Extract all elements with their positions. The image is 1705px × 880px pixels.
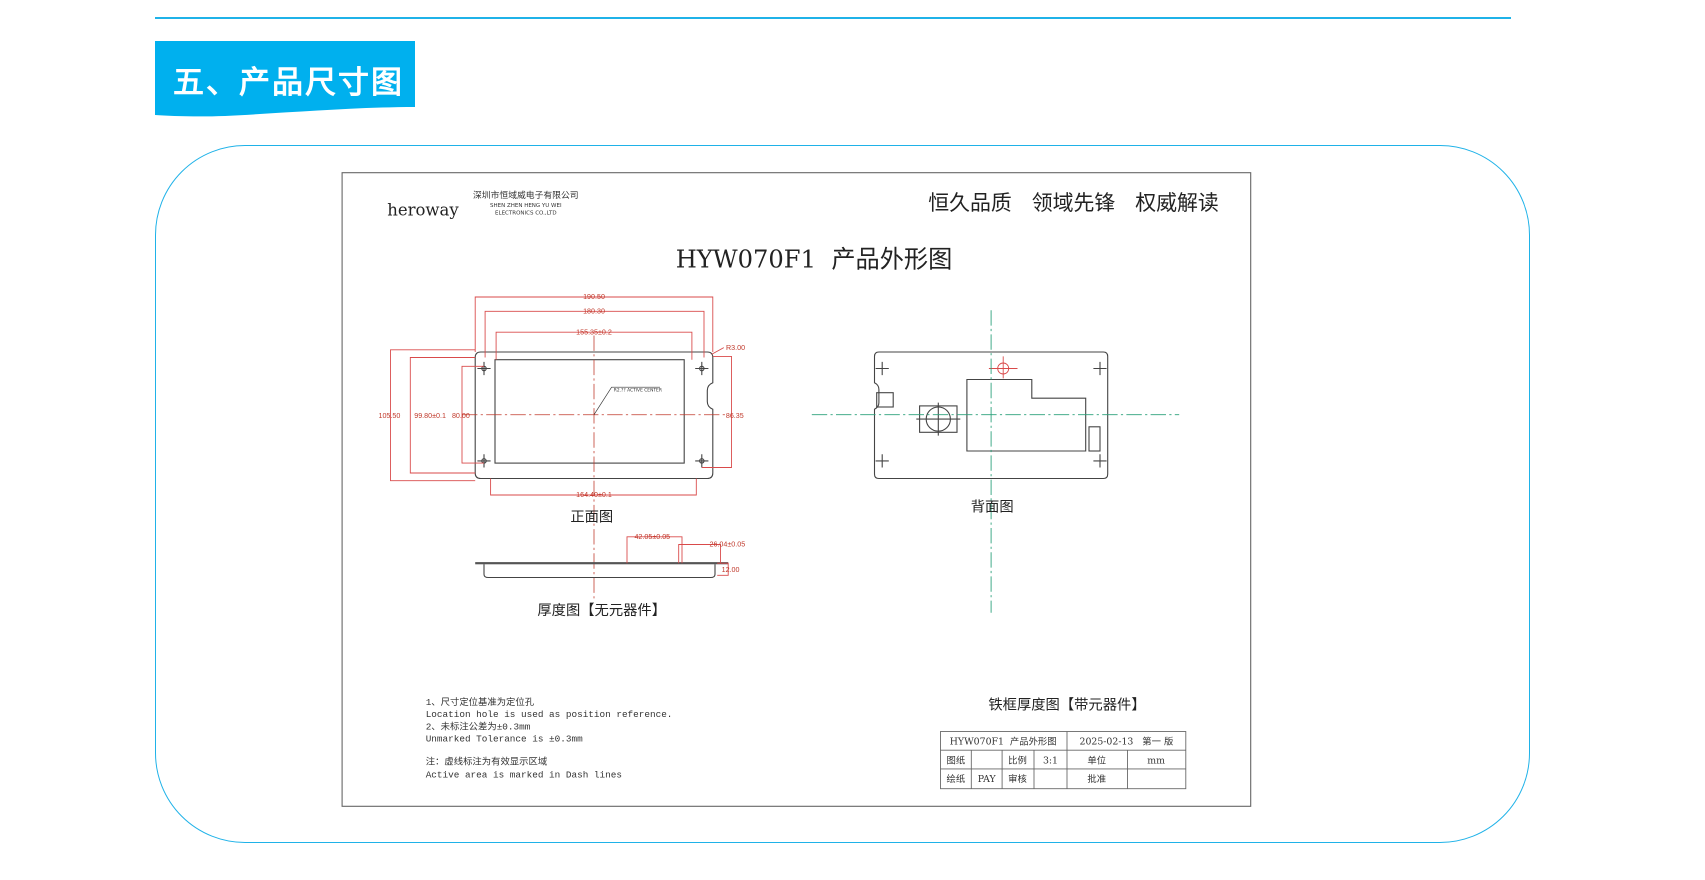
dim-radius: R3.00 bbox=[726, 344, 745, 352]
company-name-en-1: SHEN ZHEN HENG YU WEI bbox=[490, 203, 562, 209]
top-divider bbox=[155, 17, 1511, 19]
dim-height-right: 86.35 bbox=[726, 412, 744, 420]
dim-height-holes: 80.00 bbox=[452, 412, 470, 420]
tb-cell: mm bbox=[1147, 755, 1165, 766]
company-name-cn: 深圳市恒域威电子有限公司 bbox=[473, 189, 579, 201]
company-name-en-2: ELECTRONICS CO.,LTD bbox=[495, 211, 557, 217]
note-line: Active area is marked in Dash lines bbox=[426, 770, 622, 781]
dim-width-mid: 180.30 bbox=[583, 308, 605, 316]
dim-thickness-3: 12.00 bbox=[722, 566, 740, 574]
back-view-caption: 背面图 bbox=[971, 498, 1014, 515]
note-line: Unmarked Tolerance is ±0.3mm bbox=[426, 733, 583, 744]
center-note: R2.?? ACTIVE CENTER bbox=[614, 388, 662, 394]
note-line: Location hole is used as position refere… bbox=[426, 709, 673, 720]
dim-thickness-1: 42.05±0.05 bbox=[634, 533, 670, 541]
title-block: HYW070F1 产品外形图 2025-02-13 第一 版 图纸 比例 3:1… bbox=[940, 731, 1187, 790]
tb-cell: 3:1 bbox=[1043, 755, 1058, 766]
active-area bbox=[494, 359, 685, 464]
note-line: 2、未标注公差为±0.3mm bbox=[426, 720, 531, 732]
section-banner: 五、产品尺寸图 bbox=[155, 41, 415, 121]
dim-width-holes: 164.40±0.1 bbox=[576, 491, 612, 499]
front-view-caption: 正面图 bbox=[570, 509, 613, 525]
banner-shape bbox=[155, 41, 415, 117]
tb-cell: 比例 bbox=[1008, 754, 1027, 766]
drawing-title: HYW070F1 产品外形图 bbox=[676, 245, 953, 273]
front-view: R2.?? ACTIVE CENTER 190.50 180.30 155.35… bbox=[378, 293, 745, 600]
drawing-frame bbox=[341, 172, 1252, 807]
thickness-with-parts-caption: 铁框厚度图【带元器件】 bbox=[988, 697, 1145, 714]
section-title: 五、产品尺寸图 bbox=[173, 65, 404, 101]
dim-height-mid: 99.80±0.1 bbox=[414, 412, 446, 420]
dim-width-outer: 190.50 bbox=[583, 293, 605, 301]
back-view: 背面图 bbox=[811, 310, 1180, 613]
mounting-hole-icons bbox=[477, 361, 709, 468]
title-block-name: HYW070F1 产品外形图 bbox=[950, 736, 1057, 748]
tb-cell: 审核 bbox=[1008, 773, 1027, 785]
title-block-date-version: 2025-02-13 第一 版 bbox=[1080, 736, 1174, 748]
company-logo: heroway bbox=[387, 201, 459, 220]
note-line: 注：虚线标注为有效显示区域 bbox=[426, 756, 547, 768]
thickness-view-caption: 厚度图【无元器件】 bbox=[537, 602, 666, 619]
dim-width-active: 155.35±0.2 bbox=[576, 328, 612, 336]
slogan: 恒久品质 领域先锋 权威解读 bbox=[928, 191, 1219, 215]
content-panel bbox=[155, 145, 1530, 843]
tb-cell: PAY bbox=[978, 774, 997, 785]
tb-cell: 图纸 bbox=[947, 754, 966, 766]
note-line: 1、尺寸定位基准为定位孔 bbox=[426, 696, 535, 708]
dim-thickness-2: 26.04±0.05 bbox=[710, 541, 746, 549]
tb-cell: 绘纸 bbox=[947, 773, 966, 785]
thickness-view: 42.05±0.05 26.04±0.05 12.00 厚度图【无元器件】 bbox=[475, 533, 745, 619]
dim-height-outer: 105.50 bbox=[378, 412, 400, 420]
tb-cell: 单位 bbox=[1087, 754, 1106, 766]
notes: 1、尺寸定位基准为定位孔 Location hole is used as po… bbox=[426, 696, 673, 781]
tb-cell: 批准 bbox=[1087, 773, 1106, 785]
